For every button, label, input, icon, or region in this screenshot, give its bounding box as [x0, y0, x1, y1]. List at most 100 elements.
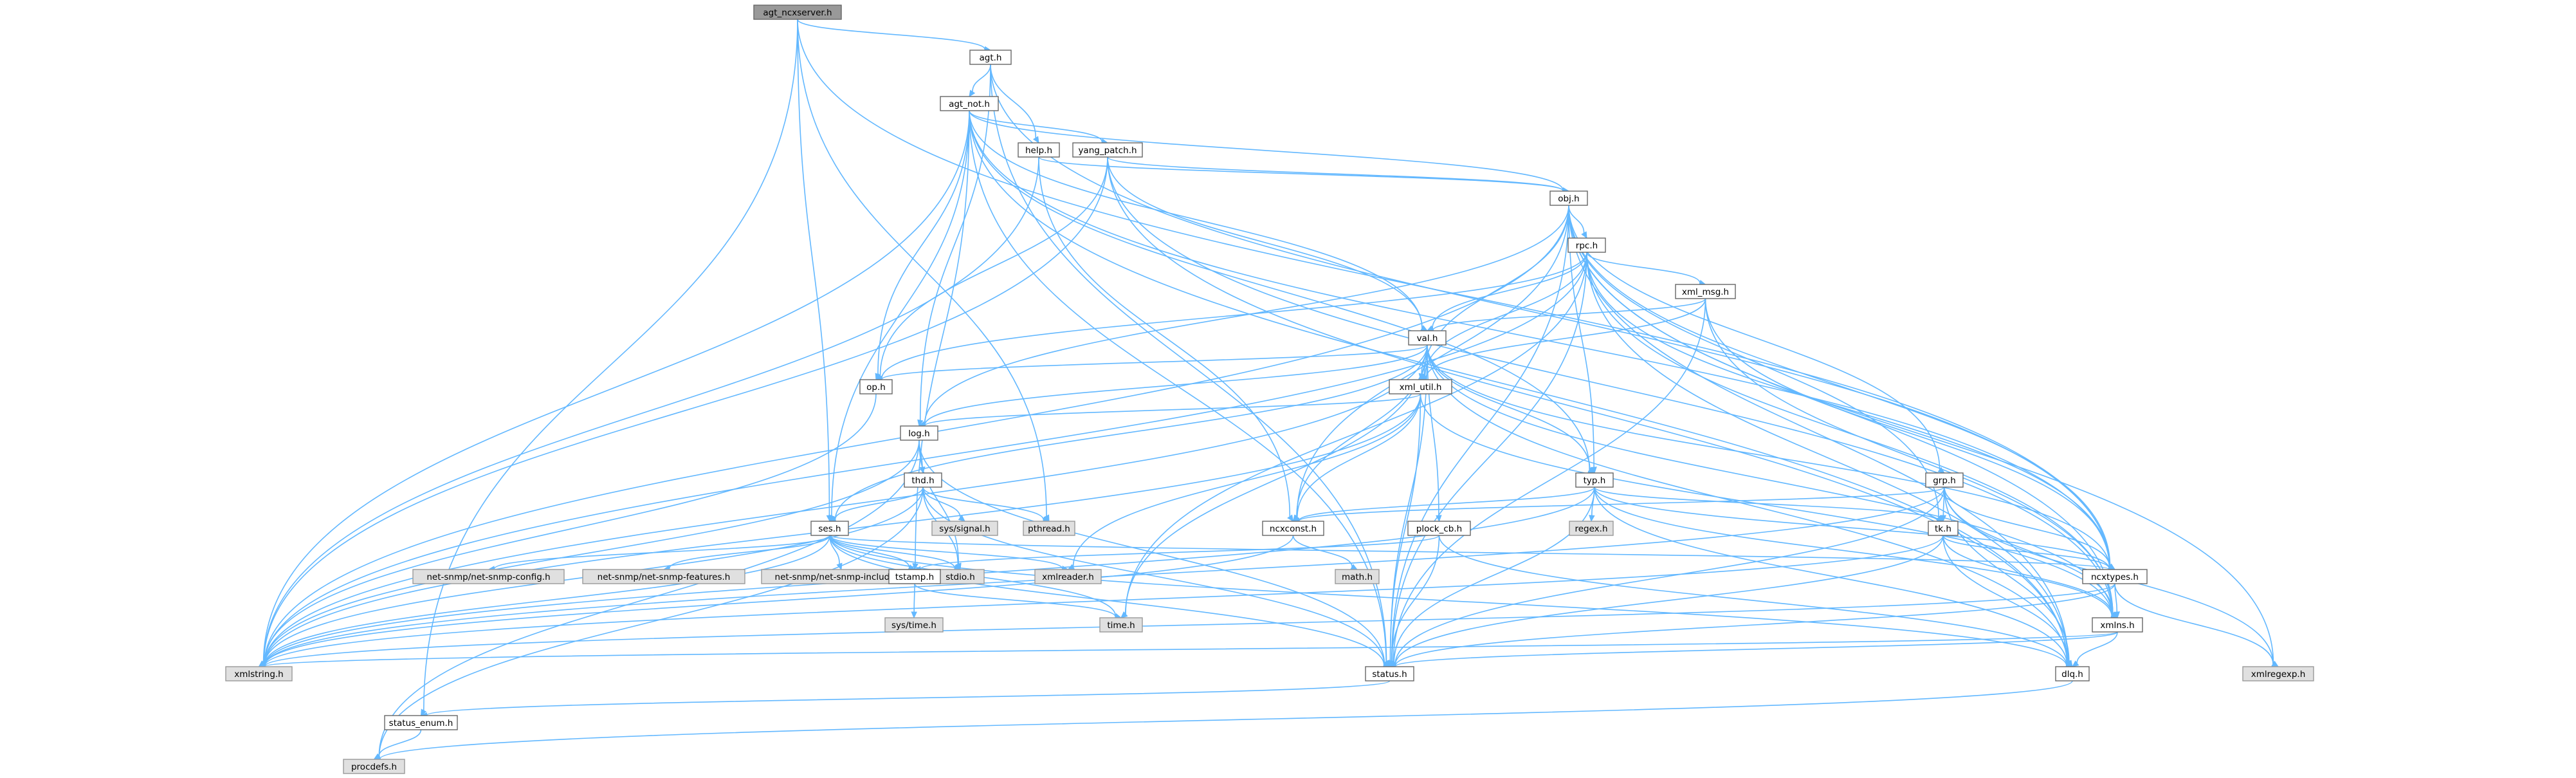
edge-obj_h-to-dlq_h	[1568, 205, 2073, 667]
node-agt-not-h[interactable]: agt_not.h	[940, 96, 999, 111]
edge-line	[1391, 535, 1440, 662]
edge-line	[1298, 486, 1595, 521]
edge-plock_cb_h-to-status_h	[1389, 535, 1440, 668]
edge-xml_util_h-to-log_h	[918, 393, 1421, 429]
edge-rpc_h-to-xmlstring_h	[258, 252, 1587, 668]
node-box	[753, 5, 842, 20]
edge-line	[969, 110, 2068, 664]
edge-line	[378, 486, 924, 757]
edge-yang_patch_h-to-val_h	[1107, 156, 1429, 331]
node-grp-h[interactable]: grp.h	[1925, 472, 1964, 488]
node-status-enum-h[interactable]: status_enum.h	[384, 715, 458, 730]
node-xmlns-h[interactable]: xmlns.h	[2092, 617, 2143, 633]
node-thd-h[interactable]: thd.h	[904, 472, 942, 488]
edge-xmlns_h-to-xmlstring_h	[258, 631, 2118, 670]
node-ses-h[interactable]: ses.h	[810, 521, 849, 536]
node-box	[412, 569, 565, 584]
node-plock-cb-h[interactable]: plock_cb.h	[1407, 521, 1471, 536]
edge-arrowhead	[911, 611, 917, 619]
node-box	[1023, 521, 1075, 536]
node-box	[582, 569, 745, 584]
edge-val_h-to-ncxtypes_h	[1427, 344, 2116, 571]
edge-line	[1704, 298, 2114, 615]
node-box	[1034, 569, 1102, 584]
node-agt-h[interactable]: agt.h	[969, 50, 1012, 65]
edge-line	[922, 486, 1045, 520]
edge-line	[1427, 344, 2110, 568]
node-box	[1018, 142, 1060, 158]
node-xml-util-h[interactable]: xml_util.h	[1389, 379, 1452, 394]
edge-line	[1394, 535, 1944, 665]
edge-line	[423, 19, 798, 711]
edge-line	[264, 252, 1587, 665]
edge-xml_msg_h-to-xmlns_h	[1704, 298, 2118, 618]
node-val-h[interactable]: val.h	[1408, 330, 1447, 346]
edge-status_h-to-status_enum_h	[420, 680, 1391, 719]
edge-log_h-to-procdefs_h	[373, 440, 920, 760]
node-label: log.h	[908, 429, 929, 439]
edge-line	[831, 110, 970, 516]
edge-typ_h-to-ncxconst_h	[1292, 486, 1595, 524]
edge-ncxtypes_h-to-xmlns_h	[2114, 583, 2121, 619]
edge-agt_ncxserver_h-to-status_enum_h	[420, 19, 798, 717]
edge-arrowhead	[1032, 136, 1039, 144]
node-netsnmp-config-h: net-snmp/net-snmp-config.h	[412, 569, 565, 584]
node-label: help.h	[1025, 145, 1052, 156]
edge-line	[1568, 205, 1939, 518]
edge-line	[2114, 583, 2274, 664]
edge-line	[914, 583, 1116, 617]
edge-val_h-to-time_h	[1120, 344, 1428, 618]
edge-tstamp_h-to-sys_time_h	[911, 583, 917, 619]
edge-line	[378, 729, 422, 757]
edge-val_h-to-op_h	[875, 344, 1428, 383]
edge-arrowhead	[917, 419, 924, 427]
edge-line	[924, 344, 1428, 425]
edge-line	[924, 393, 1421, 427]
node-agt-ncxserver-h: agt_ncxserver.h	[753, 5, 842, 20]
edge-arrowhead	[969, 89, 976, 98]
edge-arrowhead	[1436, 515, 1442, 523]
edge-line	[264, 631, 2118, 667]
node-tk-h[interactable]: tk.h	[1928, 521, 1959, 536]
dependency-edges	[258, 19, 2279, 763]
node-box	[859, 379, 893, 394]
edge-line	[1427, 344, 1591, 470]
node-box	[1569, 521, 1614, 536]
edge-yang_patch_h-to-xmlstring_h	[258, 156, 1108, 667]
node-ncxconst-h[interactable]: ncxconst.h	[1262, 521, 1324, 536]
edge-arrowhead	[420, 709, 427, 717]
node-log-h[interactable]: log.h	[900, 425, 938, 441]
node-status-h[interactable]: status.h	[1365, 666, 1414, 681]
node-rpc-h[interactable]: rpc.h	[1567, 237, 1606, 253]
node-label: procdefs.h	[351, 762, 397, 772]
node-tstamp-h[interactable]: tstamp.h	[888, 569, 941, 584]
edge-agt_ncxserver_h-to-ses_h	[797, 19, 833, 523]
edge-line	[1391, 252, 1587, 662]
node-op-h[interactable]: op.h	[859, 379, 893, 394]
edge-status_enum_h-to-procdefs_h	[373, 729, 422, 760]
node-dlq-h[interactable]: dlq.h	[2055, 666, 2090, 681]
edge-line	[1942, 535, 2110, 569]
node-box	[1099, 617, 1143, 633]
edge-line	[1420, 393, 2113, 616]
edge-line	[1107, 156, 2068, 664]
node-yang-patch-h[interactable]: yang_patch.h	[1072, 142, 1143, 158]
node-label: agt.h	[980, 53, 1002, 63]
node-label: typ.h	[1584, 476, 1606, 486]
node-ncxtypes-h[interactable]: ncxtypes.h	[2082, 569, 2148, 584]
node-xml-msg-h[interactable]: xml_msg.h	[1675, 284, 1736, 299]
node-obj-h[interactable]: obj.h	[1549, 190, 1588, 206]
node-label: net-snmp/net-snmp-includes.h	[775, 572, 908, 582]
edge-line	[1427, 344, 1439, 516]
edge-line	[1586, 252, 2111, 567]
node-typ-h[interactable]: typ.h	[1575, 472, 1614, 488]
edge-ses_h-to-ncxtypes_h	[829, 535, 2116, 573]
edge-line	[1124, 344, 1428, 615]
node-help-h[interactable]: help.h	[1018, 142, 1060, 158]
node-label: agt_ncxserver.h	[763, 8, 832, 18]
edge-line	[1038, 156, 1564, 192]
edge-line	[379, 680, 2073, 760]
edge-arrowhead	[836, 562, 843, 571]
node-label: grp.h	[1933, 476, 1956, 486]
